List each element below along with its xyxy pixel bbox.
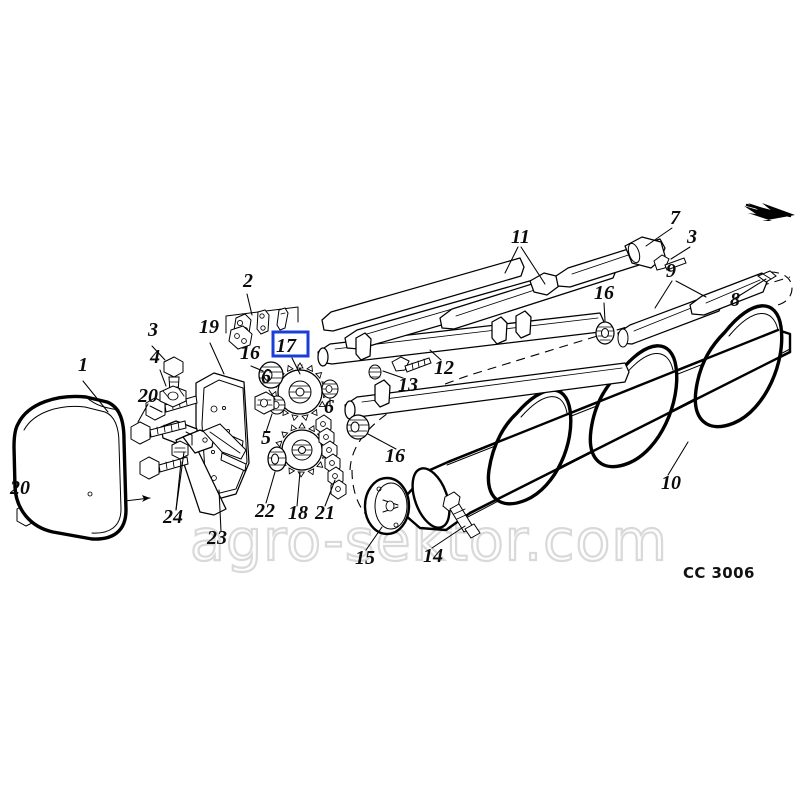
- callout-3b: 3: [686, 226, 697, 248]
- callout-16c: 16: [385, 445, 405, 467]
- chain-link-b: [256, 309, 270, 335]
- auger-assembly: [403, 304, 792, 532]
- leader-lines: [82, 227, 767, 551]
- callout-6b: 6: [324, 396, 334, 418]
- bushing-part-16-mid: [346, 414, 370, 440]
- drawing-code: CC 3006: [683, 564, 755, 582]
- callout-23: 23: [206, 527, 227, 549]
- callout-17: 17: [276, 335, 297, 357]
- bushing-part-16-top: [595, 321, 615, 345]
- callout-21: 21: [314, 502, 335, 524]
- roller-chain-part-21: [315, 414, 347, 500]
- nut-part-24-b: [171, 440, 189, 460]
- callout-22: 22: [254, 500, 275, 522]
- callout-3a: 3: [147, 319, 158, 341]
- highlight-box-part-17[interactable]: [271, 330, 310, 358]
- callout-1: 1: [78, 354, 88, 376]
- callout-18: 18: [288, 502, 308, 524]
- chain-link-c: [276, 307, 289, 331]
- roll-pin-part-8: [757, 270, 777, 283]
- bushing-part-16-left: [258, 361, 284, 389]
- callout-24: 24: [162, 506, 183, 528]
- callout-2: 2: [242, 270, 253, 292]
- callout-14: 14: [423, 545, 443, 567]
- collar-part-5: [254, 391, 275, 415]
- sprocket-part-18: [274, 422, 330, 478]
- bolt-part-3-right: [653, 254, 687, 271]
- callout-7: 7: [670, 207, 681, 229]
- end-plate-part-15: [363, 476, 411, 536]
- chain-link-kit-part-2: [225, 293, 299, 350]
- callout-19: 19: [199, 316, 219, 338]
- frame-and-shafts: [317, 236, 777, 440]
- cap-screw-part-20-upper: [130, 420, 187, 445]
- callout-16a: 16: [240, 342, 260, 364]
- callout-4: 4: [149, 346, 160, 368]
- hex-bolt-part-14: [442, 491, 481, 539]
- callout-12: 12: [434, 357, 454, 379]
- callout-13: 13: [398, 374, 418, 396]
- callout-11: 11: [511, 226, 530, 248]
- auger-flight-2: [588, 344, 679, 469]
- direction-arrow-icon: [744, 203, 795, 221]
- callout-9: 9: [666, 260, 676, 282]
- nut-part-24-a: [139, 456, 189, 480]
- sprocket-cluster: [254, 361, 347, 500]
- callout-5: 5: [261, 427, 271, 449]
- callout-8: 8: [730, 289, 740, 311]
- bearing-part-22: [267, 446, 287, 472]
- callout-10: 10: [661, 472, 681, 494]
- callout-6a: 6: [261, 366, 271, 388]
- callout-20b: 20: [9, 477, 30, 499]
- callout-20a: 20: [137, 385, 158, 407]
- auger-flight-3: [693, 304, 784, 429]
- bolt-part-13: [391, 356, 432, 373]
- end-shield-cover-part-1: [12, 394, 128, 541]
- callout-labels: 1 2 3 4 19 16 17 6 6 5 22 18 21 20 20 24…: [9, 207, 740, 569]
- auger-flight-1: [486, 388, 573, 506]
- callout-16b: 16: [594, 282, 614, 304]
- washer-part-13b: [368, 364, 382, 380]
- spacer-part-6-right: [321, 379, 339, 399]
- callout-15: 15: [355, 547, 375, 569]
- lock-washer-part-4: [159, 385, 187, 408]
- chain-bracket: [228, 325, 253, 350]
